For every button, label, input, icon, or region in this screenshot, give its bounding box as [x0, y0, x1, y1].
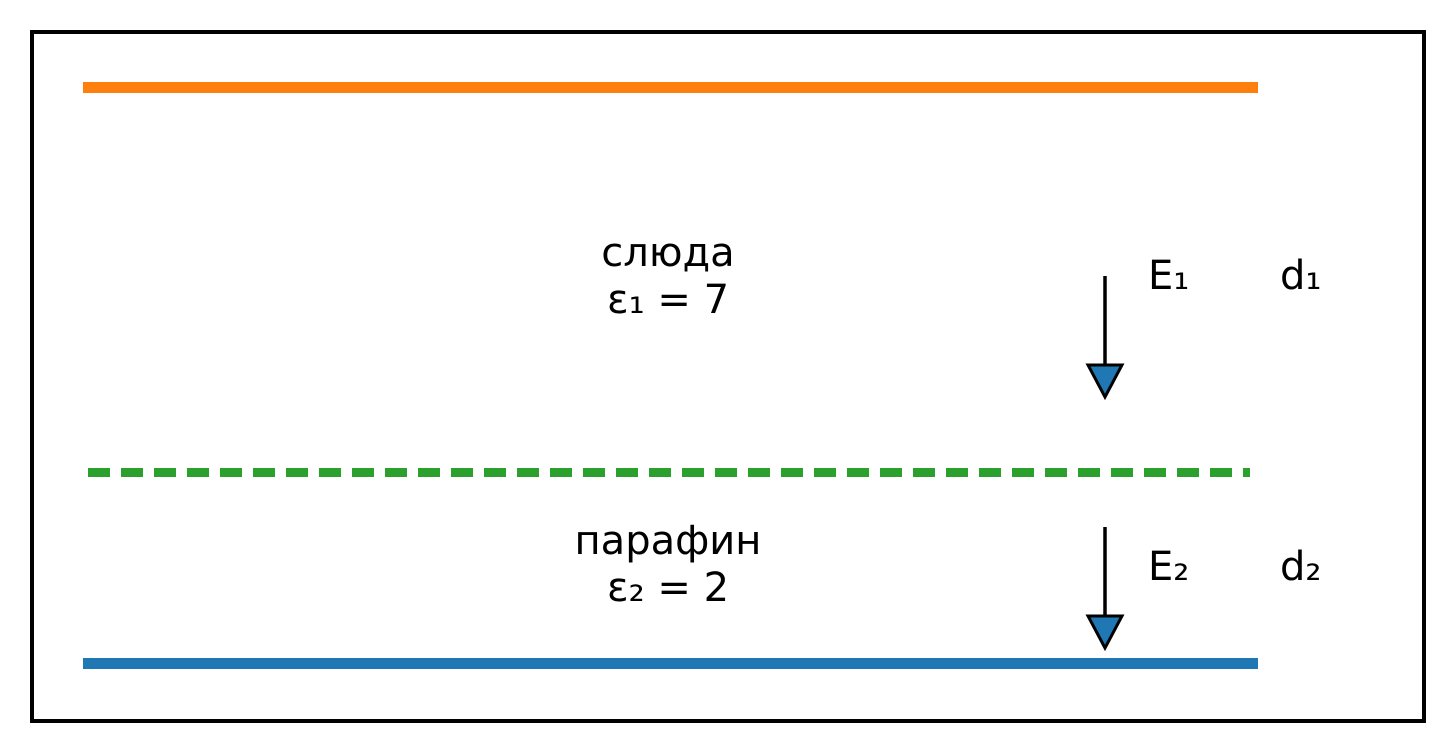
field-e1-label: E₁	[1148, 253, 1190, 299]
field-e2-label: E₂	[1148, 544, 1190, 590]
field-e1-down-arrow-icon	[1085, 276, 1125, 400]
figure-frame	[30, 30, 1426, 723]
top-plate	[83, 82, 1258, 93]
field-e2-down-arrow-icon	[1085, 527, 1125, 651]
region2-caption: парафин ε₂ = 2	[518, 518, 818, 612]
region2-material-label: парафин	[574, 518, 762, 564]
thickness-d1-label: d₁	[1280, 253, 1322, 299]
region1-caption: слюда ε₁ = 7	[518, 230, 818, 324]
arrow-head	[1085, 363, 1125, 400]
region1-material-label: слюда	[601, 230, 735, 276]
bottom-plate	[83, 658, 1258, 669]
region1-permittivity-label: ε₁ = 7	[606, 277, 730, 323]
dielectric-interface-line	[88, 468, 1250, 477]
region2-permittivity-label: ε₂ = 2	[606, 565, 730, 611]
thickness-d2-label: d₂	[1280, 544, 1322, 590]
arrow-head	[1085, 614, 1125, 651]
